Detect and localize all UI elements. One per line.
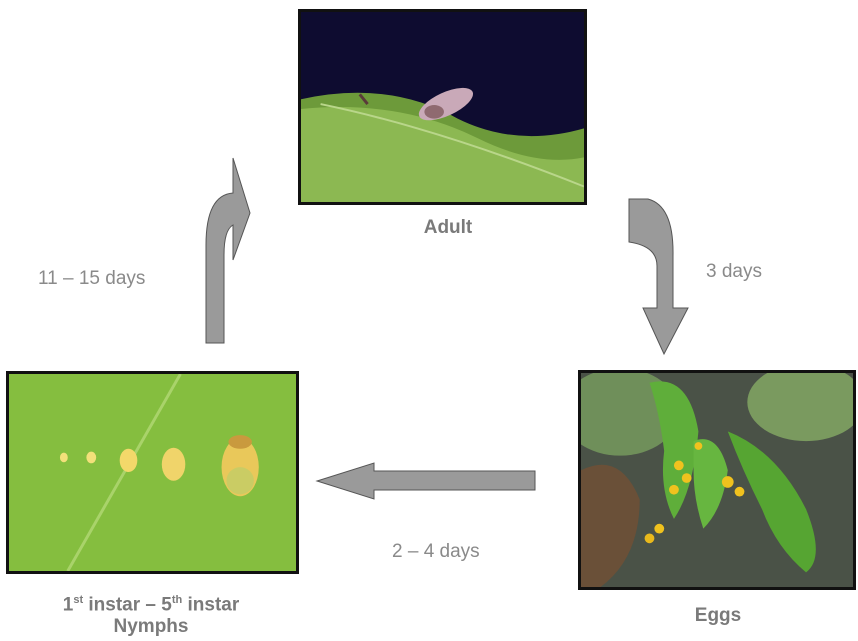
nymphs-photo [6, 371, 299, 574]
adult-label: Adult [398, 217, 498, 239]
duration-nymphs-to-adult: 11 – 15 days [38, 268, 145, 290]
arrow-adult-to-eggs [626, 196, 692, 360]
adult-photo [298, 9, 587, 205]
nymphs-label: 1st instar – 5th instar Nymphs [20, 589, 282, 638]
eggs-photo [578, 370, 856, 590]
arrow-eggs-to-nymphs [314, 461, 538, 501]
duration-adult-to-eggs: 3 days [706, 261, 762, 283]
nymphs-label-line2: Nymphs [20, 616, 282, 638]
eggs-label: Eggs [668, 605, 768, 627]
duration-eggs-to-nymphs: 2 – 4 days [392, 541, 480, 563]
arrow-nymphs-to-adult [203, 155, 253, 345]
nymphs-label-line1: 1st instar – 5th instar [20, 589, 282, 616]
